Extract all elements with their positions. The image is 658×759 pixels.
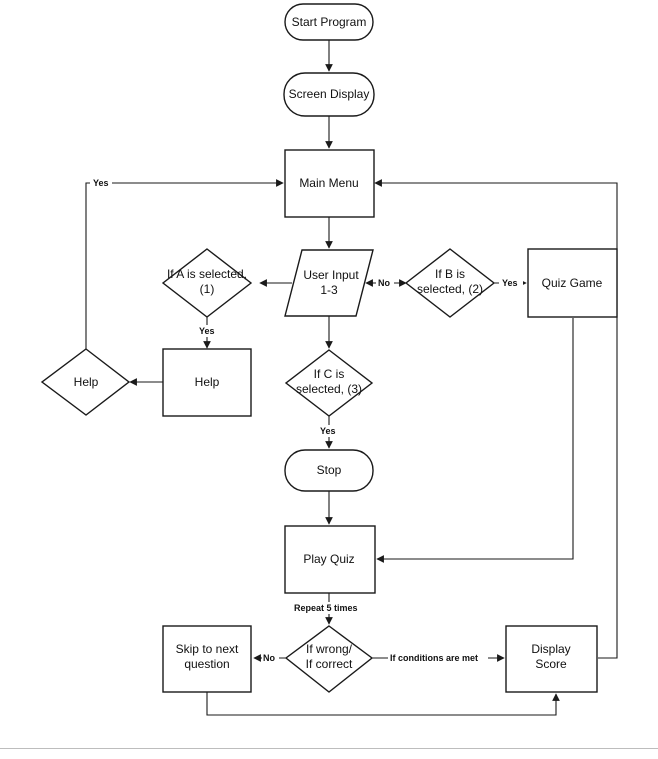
node-user-input: User Input 1-3 <box>284 249 374 317</box>
node-display-score-line1: Display <box>531 642 570 656</box>
node-main-menu: Main Menu <box>284 149 375 218</box>
edge-label-wrong-no: No <box>263 653 275 663</box>
edge-quiz-game-to-play-quiz <box>376 318 574 563</box>
edge-label-c-yes: Yes <box>320 426 336 436</box>
bottom-divider <box>0 748 658 749</box>
edge-label-repeat: Repeat 5 times <box>294 603 358 613</box>
node-if-a-line2: (1) <box>200 282 215 296</box>
node-display-score: Display Score <box>505 625 598 693</box>
node-play-quiz-label: Play Quiz <box>303 552 354 566</box>
node-play-quiz: Play Quiz <box>284 525 376 594</box>
node-help-diamond: Help <box>40 348 131 416</box>
edge-skip-to-display-score <box>206 692 560 716</box>
node-if-b-selected: If B is selected, (2) <box>404 248 496 318</box>
node-help-box-label: Help <box>195 375 220 389</box>
node-if-b-line2: selected, (2) <box>417 282 483 296</box>
node-if-wrong-line1: If wrong/ <box>306 642 353 656</box>
node-skip-line2: question <box>184 657 229 671</box>
node-stop: Stop <box>284 449 374 492</box>
edge-label-help-yes: Yes <box>93 178 109 188</box>
node-user-input-line1: User Input <box>303 268 359 282</box>
node-display-score-line2: Score <box>535 657 567 671</box>
node-quiz-game: Quiz Game <box>527 248 618 318</box>
node-skip-line1: Skip to next <box>176 642 239 656</box>
edge-label-conditions-met: If conditions are met <box>390 653 478 663</box>
node-if-wrong-correct: If wrong/ If correct <box>284 625 374 693</box>
node-stop-label: Stop <box>317 463 342 477</box>
node-if-a-selected: If A is selected, (1) <box>161 248 253 318</box>
node-skip-to-next-question: Skip to next question <box>162 625 252 693</box>
edge-display-score-to-menu <box>374 179 618 659</box>
edge-help-diamond-to-menu <box>85 179 284 349</box>
node-help-box: Help <box>162 348 252 417</box>
edge-label-input-no: No <box>378 278 390 288</box>
node-main-menu-label: Main Menu <box>299 176 358 190</box>
node-screen-display: Screen Display <box>283 72 375 117</box>
node-if-c-selected: If C is selected, (3) <box>284 349 374 417</box>
node-if-a-line1: If A is selected, <box>167 267 247 281</box>
edge-label-b-yes: Yes <box>502 278 518 288</box>
node-help-diamond-label: Help <box>74 375 99 389</box>
node-start-program: Start Program <box>284 3 374 41</box>
edge-labels: Yes No Yes Yes Yes Repeat 5 times No If … <box>90 177 523 664</box>
node-quiz-game-label: Quiz Game <box>542 276 603 290</box>
edge-label-a-yes: Yes <box>199 326 215 336</box>
node-if-b-line1: If B is <box>435 267 465 281</box>
node-start-program-label: Start Program <box>292 15 367 29</box>
node-user-input-line2: 1-3 <box>320 283 338 297</box>
node-if-c-line1: If C is <box>314 367 345 381</box>
node-if-c-line2: selected, (3) <box>296 382 362 396</box>
node-screen-display-label: Screen Display <box>289 87 370 101</box>
node-if-wrong-line2: If correct <box>306 657 353 671</box>
